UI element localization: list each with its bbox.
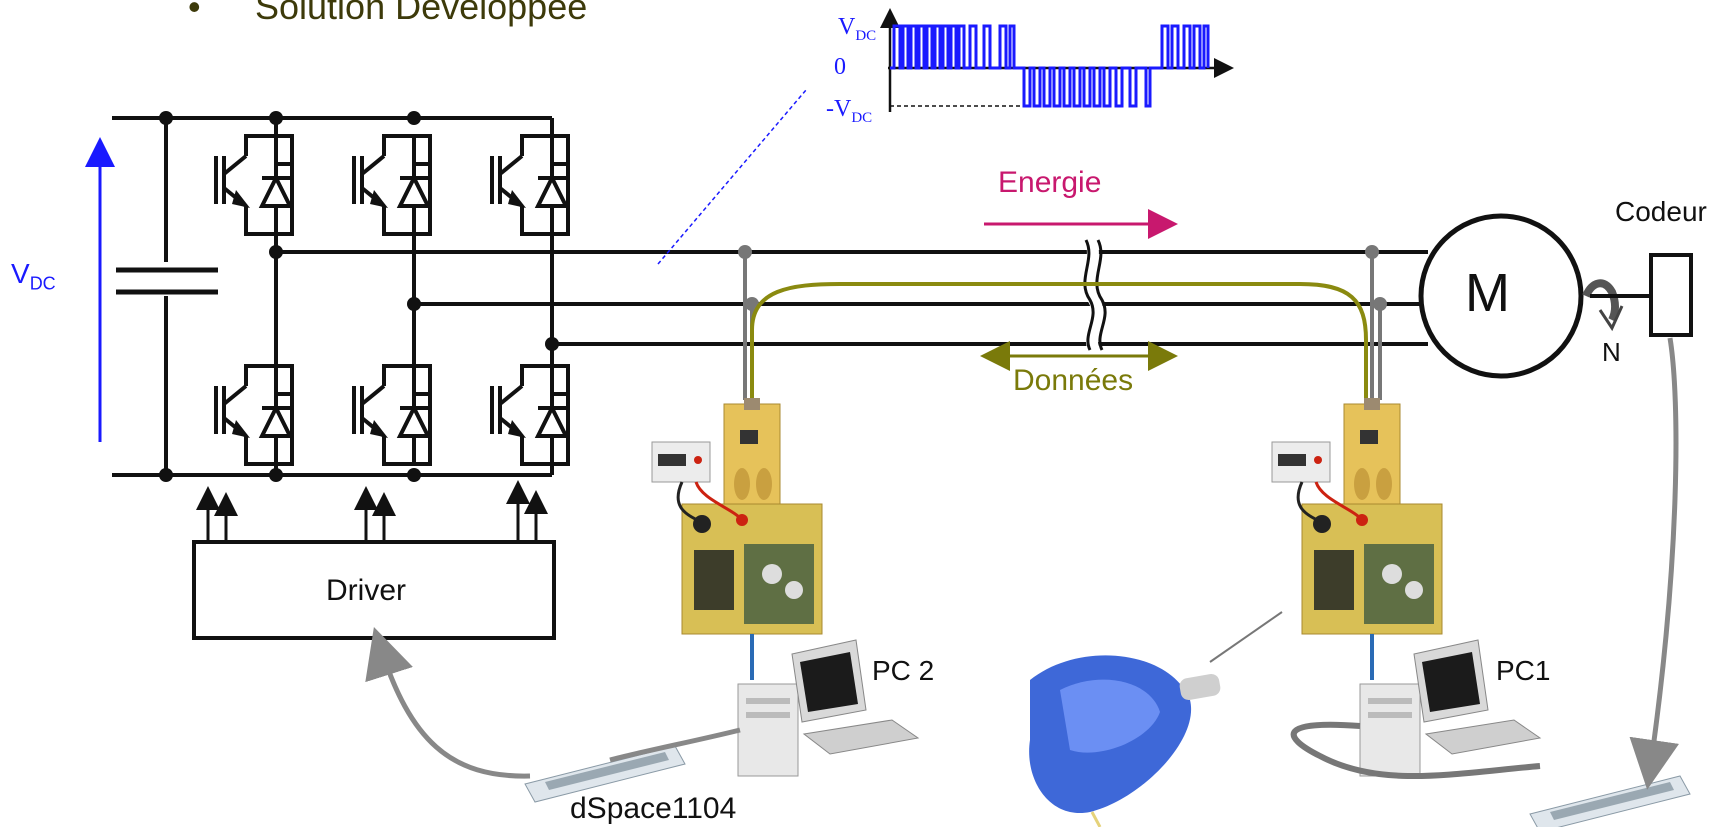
waveform-neg-sub: DC	[851, 109, 873, 126]
bullet-symbol: •	[188, 0, 201, 27]
plc-board-right	[1270, 396, 1444, 636]
dspace-label: dSpace1104	[570, 792, 737, 825]
vdc-label: VDC	[11, 258, 56, 295]
waveform-neg-label: -VDC	[826, 96, 872, 127]
dspace-box-right	[1529, 775, 1691, 827]
pc1-label: PC1	[1496, 655, 1551, 686]
usb-adapter	[1029, 655, 1221, 827]
waveform-top-sub: DC	[855, 27, 877, 44]
codeur-label: Codeur	[1615, 196, 1707, 227]
driver-label: Driver	[326, 574, 406, 607]
leg-1	[214, 111, 294, 482]
speed-label: N	[1602, 337, 1621, 367]
leg-3	[490, 118, 570, 475]
slide-title: Solution Développée	[255, 0, 588, 27]
plc-board-left	[650, 396, 824, 636]
waveform-top-main: V	[838, 14, 856, 40]
vdc-label-main: V	[11, 258, 30, 289]
leg-2	[352, 111, 432, 482]
waveform-top-label: VDC	[838, 14, 876, 45]
donnees-label: Données	[1013, 364, 1134, 397]
waveform-neg-main: -V	[826, 96, 852, 122]
pwm-waveform	[880, 8, 1234, 112]
energie-label: Energie	[998, 166, 1102, 199]
pc2-label: PC 2	[872, 655, 935, 686]
waveform-zero-label: 0	[834, 54, 846, 80]
motor-label: M	[1465, 263, 1510, 323]
vdc-label-sub: DC	[29, 273, 56, 294]
